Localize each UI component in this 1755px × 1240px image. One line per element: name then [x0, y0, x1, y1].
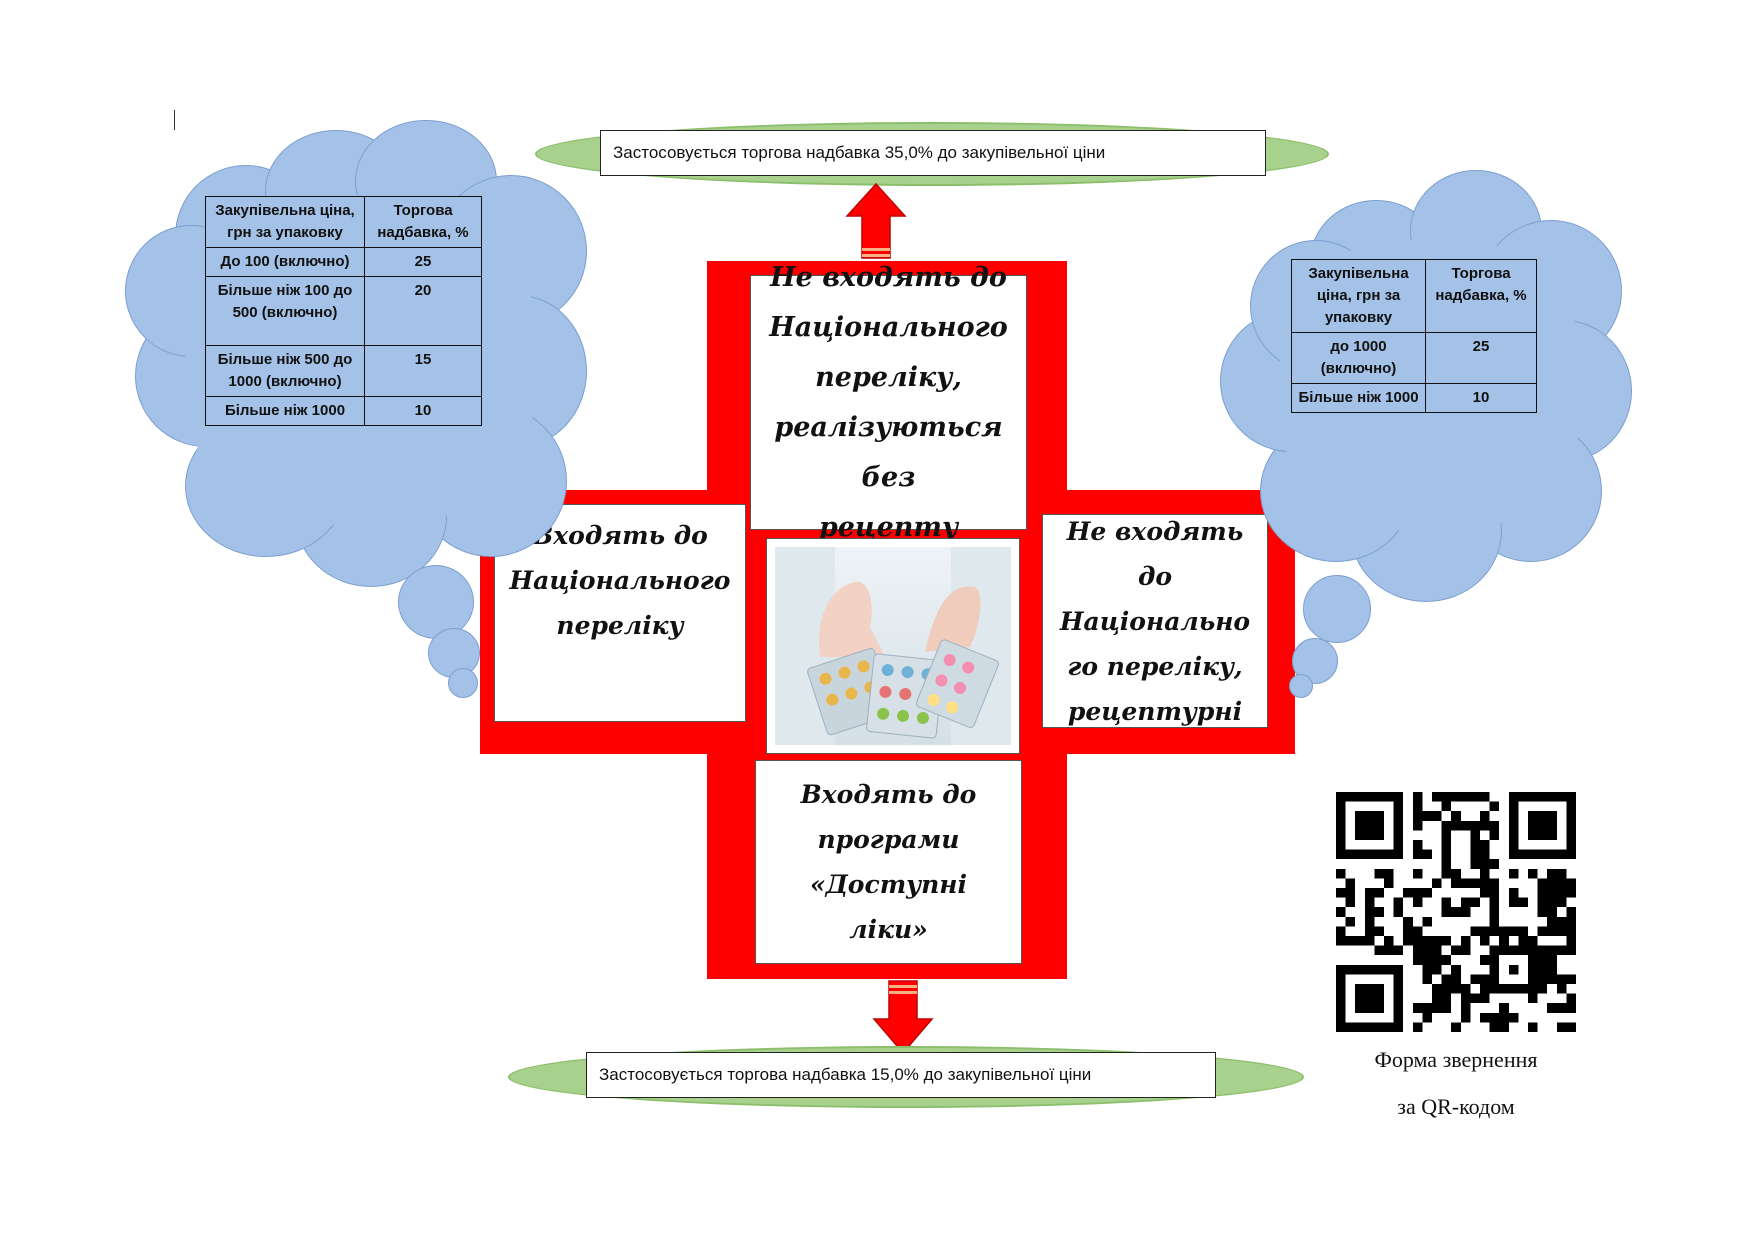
right-cloud-bubble-1 — [1303, 575, 1371, 643]
left-cloud-bubble-3 — [448, 668, 478, 698]
left-cloud-bubble-1 — [398, 565, 474, 639]
qr-code — [1336, 792, 1576, 1032]
table-cell: Більше ніж 500 до 1000 (включно) — [205, 345, 365, 397]
table-cell: 20 — [364, 276, 482, 346]
bottom-note: Застосовується торгова надбавка 15,0% до… — [586, 1052, 1216, 1098]
table-header: Торгова надбавка, % — [364, 196, 482, 248]
table-cell: Більше ніж 1000 — [205, 396, 365, 426]
pills-photo — [775, 547, 1011, 745]
table-cell: 25 — [364, 247, 482, 277]
text-cursor — [174, 110, 175, 130]
table-cell: Більше ніж 100 до 500 (включно) — [205, 276, 365, 346]
qr-caption-line1: Форма звернення — [1374, 1047, 1538, 1072]
arrow-down-icon — [872, 980, 934, 1055]
card-right: Не входять до Національно го переліку, р… — [1042, 514, 1268, 728]
table-cell: 25 — [1425, 332, 1537, 384]
table-header: Торгова надбавка, % — [1425, 259, 1537, 333]
pills-photo-frame — [766, 538, 1020, 754]
table-header-row: Закупівельна ціна, грн за упаковку Торго… — [205, 196, 482, 248]
right-cloud-bubble-3 — [1289, 674, 1313, 698]
table-header: Закупівельна ціна, грн за упаковку — [1291, 259, 1426, 333]
table-header: Закупівельна ціна, грн за упаковку — [205, 196, 365, 248]
table-row: Більше ніж 500 до 1000 (включно) 15 — [205, 345, 482, 397]
table-row: до 1000 (включно) 25 — [1291, 332, 1537, 384]
arrow-up-icon — [845, 182, 907, 259]
qr-caption-line2: за QR-кодом — [1397, 1094, 1515, 1119]
right-markup-table: Закупівельна ціна, грн за упаковку Торго… — [1291, 259, 1537, 413]
top-note: Застосовується торгова надбавка 35,0% до… — [600, 130, 1266, 176]
table-row: Більше ніж 1000 10 — [1291, 383, 1537, 413]
table-header-row: Закупівельна ціна, грн за упаковку Торго… — [1291, 259, 1537, 333]
table-row: Більше ніж 1000 10 — [205, 396, 482, 426]
left-markup-table: Закупівельна ціна, грн за упаковку Торго… — [205, 196, 482, 426]
card-bottom: Входять до програми «Доступні ліки» — [755, 760, 1022, 964]
table-cell: 15 — [364, 345, 482, 397]
table-cell: До 100 (включно) — [205, 247, 365, 277]
card-top: Не входять до Національного переліку, ре… — [750, 262, 1027, 543]
table-cell: Більше ніж 1000 — [1291, 383, 1426, 413]
table-cell: 10 — [1425, 383, 1537, 413]
table-cell: до 1000 (включно) — [1291, 332, 1426, 384]
table-row: До 100 (включно) 25 — [205, 247, 482, 277]
table-cell: 10 — [364, 396, 482, 426]
table-row: Більше ніж 100 до 500 (включно) 20 — [205, 276, 482, 346]
